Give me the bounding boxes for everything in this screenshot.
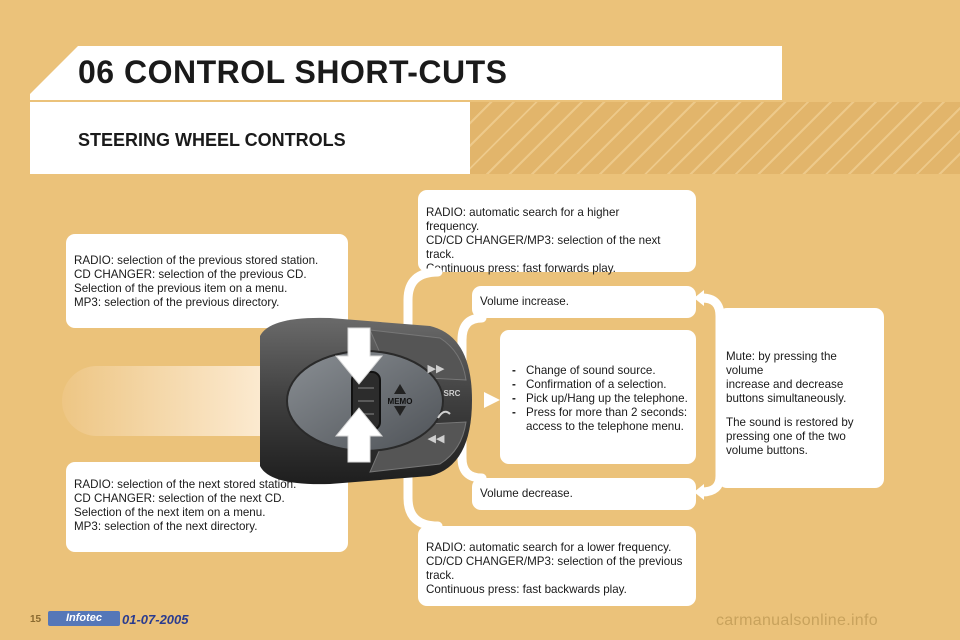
- decorative-stripes: [470, 102, 960, 174]
- list-item: Pick up/Hang up the telephone.: [508, 392, 688, 406]
- text-line: access to the telephone menu.: [526, 420, 684, 433]
- text-line: Mute: by pressing the volume: [726, 350, 837, 377]
- text-line: Selection of the previous item on a menu…: [74, 282, 288, 295]
- arrow-center-head: [484, 392, 500, 408]
- arrow-mute-top-head: [694, 290, 704, 306]
- memo-up-arrow-icon: [394, 384, 406, 394]
- stalk-glow: [62, 366, 292, 436]
- subtitle-banner: STEERING WHEEL CONTROLS: [30, 102, 470, 174]
- mute-box: Mute: by pressing the volume increase an…: [718, 308, 884, 488]
- volume-increase-box: Volume increase.: [472, 286, 696, 318]
- seek-down-box: RADIO: automatic search for a lower freq…: [418, 526, 696, 606]
- title-banner: 06 CONTROL SHORT-CUTS: [30, 46, 782, 100]
- arrow-voldown-connector: [457, 435, 487, 483]
- previous-selection-box: RADIO: selection of the previous stored …: [66, 234, 348, 328]
- text-line: RADIO: automatic search for a lower freq…: [426, 541, 672, 554]
- text-line: track.: [426, 569, 455, 582]
- text-line: Volume decrease.: [480, 487, 573, 500]
- revision-date: 01-07-2005: [122, 612, 189, 627]
- src-label: SRC: [444, 389, 461, 398]
- steering-control-unit: MEMO SRC ▶▶ ◀◀: [260, 317, 472, 485]
- arrow-volup-connector: [457, 313, 487, 365]
- fast-rewind-icon: ◀◀: [428, 433, 445, 445]
- infotec-logo: Infotec: [48, 611, 120, 626]
- text-line: pressing one of the two: [726, 430, 846, 443]
- text-line: Continuous press: fast backwards play.: [426, 583, 627, 596]
- text-line: frequency.: [426, 220, 480, 233]
- text-line: CD/CD CHANGER/MP3: selection of the next…: [426, 234, 661, 261]
- text-line: MP3: selection of the next directory.: [74, 520, 258, 533]
- text-line: RADIO: selection of the next stored stat…: [74, 478, 297, 491]
- fast-forward-icon: ▶▶: [428, 363, 445, 375]
- list-item: Press for more than 2 seconds:access to …: [508, 406, 688, 434]
- watermark: carmanualsonline.info: [716, 612, 878, 629]
- center-item-list: Change of sound source. Confirmation of …: [508, 364, 688, 434]
- page-title: 06 CONTROL SHORT-CUTS: [78, 54, 508, 90]
- text-line: buttons simultaneously.: [726, 392, 847, 405]
- memo-down-arrow-icon: [394, 406, 406, 416]
- text-line: MP3: selection of the previous directory…: [74, 296, 280, 309]
- text-line: Volume increase.: [480, 295, 569, 308]
- text-line: CD CHANGER: selection of the previous CD…: [74, 268, 307, 281]
- text-line: RADIO: selection of the previous stored …: [74, 254, 319, 267]
- section-title: STEERING WHEEL CONTROLS: [78, 130, 346, 150]
- source-select-box: Change of sound source. Confirmation of …: [500, 330, 696, 464]
- arrow-seek-up-connector: [403, 267, 443, 355]
- text-line: Press for more than 2 seconds:: [526, 406, 688, 419]
- text-line: CD CHANGER: selection of the next CD.: [74, 492, 285, 505]
- next-selection-box: RADIO: selection of the next stored stat…: [66, 462, 348, 552]
- seek-up-box: RADIO: automatic search for a higher fre…: [418, 190, 696, 275]
- arrow-mute-bracket: [697, 293, 725, 497]
- memo-label: MEMO: [388, 397, 413, 406]
- arrow-next-icon: [334, 407, 384, 463]
- arrow-seek-down-connector: [403, 453, 443, 531]
- text-line: Selection of the next item on a menu.: [74, 506, 266, 519]
- list-item: Confirmation of a selection.: [508, 378, 688, 392]
- text-line: The sound is restored by: [726, 416, 854, 429]
- text-line: increase and decrease: [726, 378, 844, 391]
- text-line: Continuous press: fast forwards play.: [426, 262, 616, 275]
- arrow-previous-icon: [334, 327, 384, 385]
- volume-decrease-box: Volume decrease.: [472, 478, 696, 510]
- text-line: RADIO: automatic search for a higher: [426, 206, 620, 219]
- page-number: 15: [30, 614, 42, 625]
- arrow-mute-bottom-head: [694, 484, 704, 500]
- text-line: CD/CD CHANGER/MP3: selection of the prev…: [426, 555, 683, 568]
- list-item: Change of sound source.: [508, 364, 688, 378]
- phone-icon: [437, 410, 451, 419]
- text-line: volume buttons.: [726, 444, 808, 457]
